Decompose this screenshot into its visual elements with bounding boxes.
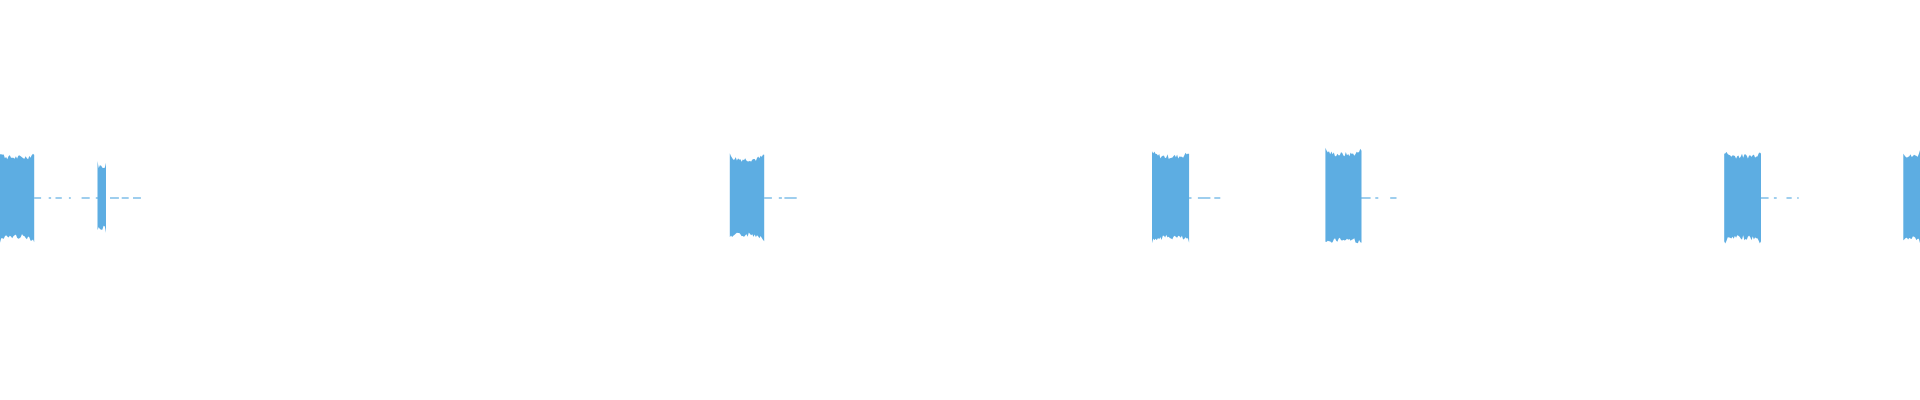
waveform-tick: [1197, 197, 1211, 199]
waveform-tick: [1189, 197, 1192, 199]
waveform-tick: [778, 197, 782, 199]
waveform-tick: [764, 197, 772, 199]
waveform-tick: [1390, 197, 1397, 199]
waveform-segment: [1152, 151, 1190, 244]
waveform-tick: [34, 197, 42, 199]
waveform-tick: [48, 197, 52, 199]
waveform-segment: [1724, 151, 1761, 244]
waveform-tick: [784, 197, 797, 199]
waveform-tick: [1773, 197, 1777, 199]
waveform-tick: [1786, 197, 1792, 199]
waveform-segment: [0, 153, 35, 243]
waveform-tick: [110, 197, 119, 199]
waveform-tick: [121, 197, 129, 199]
waveform-segment: [729, 153, 765, 242]
waveform-tick: [1797, 197, 1799, 199]
waveform-tick: [1361, 197, 1371, 199]
waveform-tick: [1214, 197, 1221, 199]
waveform-segment: [97, 161, 106, 233]
waveform-tick: [1761, 197, 1769, 199]
waveform-tick: [1375, 197, 1379, 199]
waveform-tick: [81, 197, 90, 199]
waveform-segment: [1325, 147, 1362, 244]
waveform-tick: [68, 197, 71, 199]
waveform-tick: [133, 197, 141, 199]
waveform-tick: [55, 197, 62, 199]
waveform-segment: [1903, 150, 1920, 244]
